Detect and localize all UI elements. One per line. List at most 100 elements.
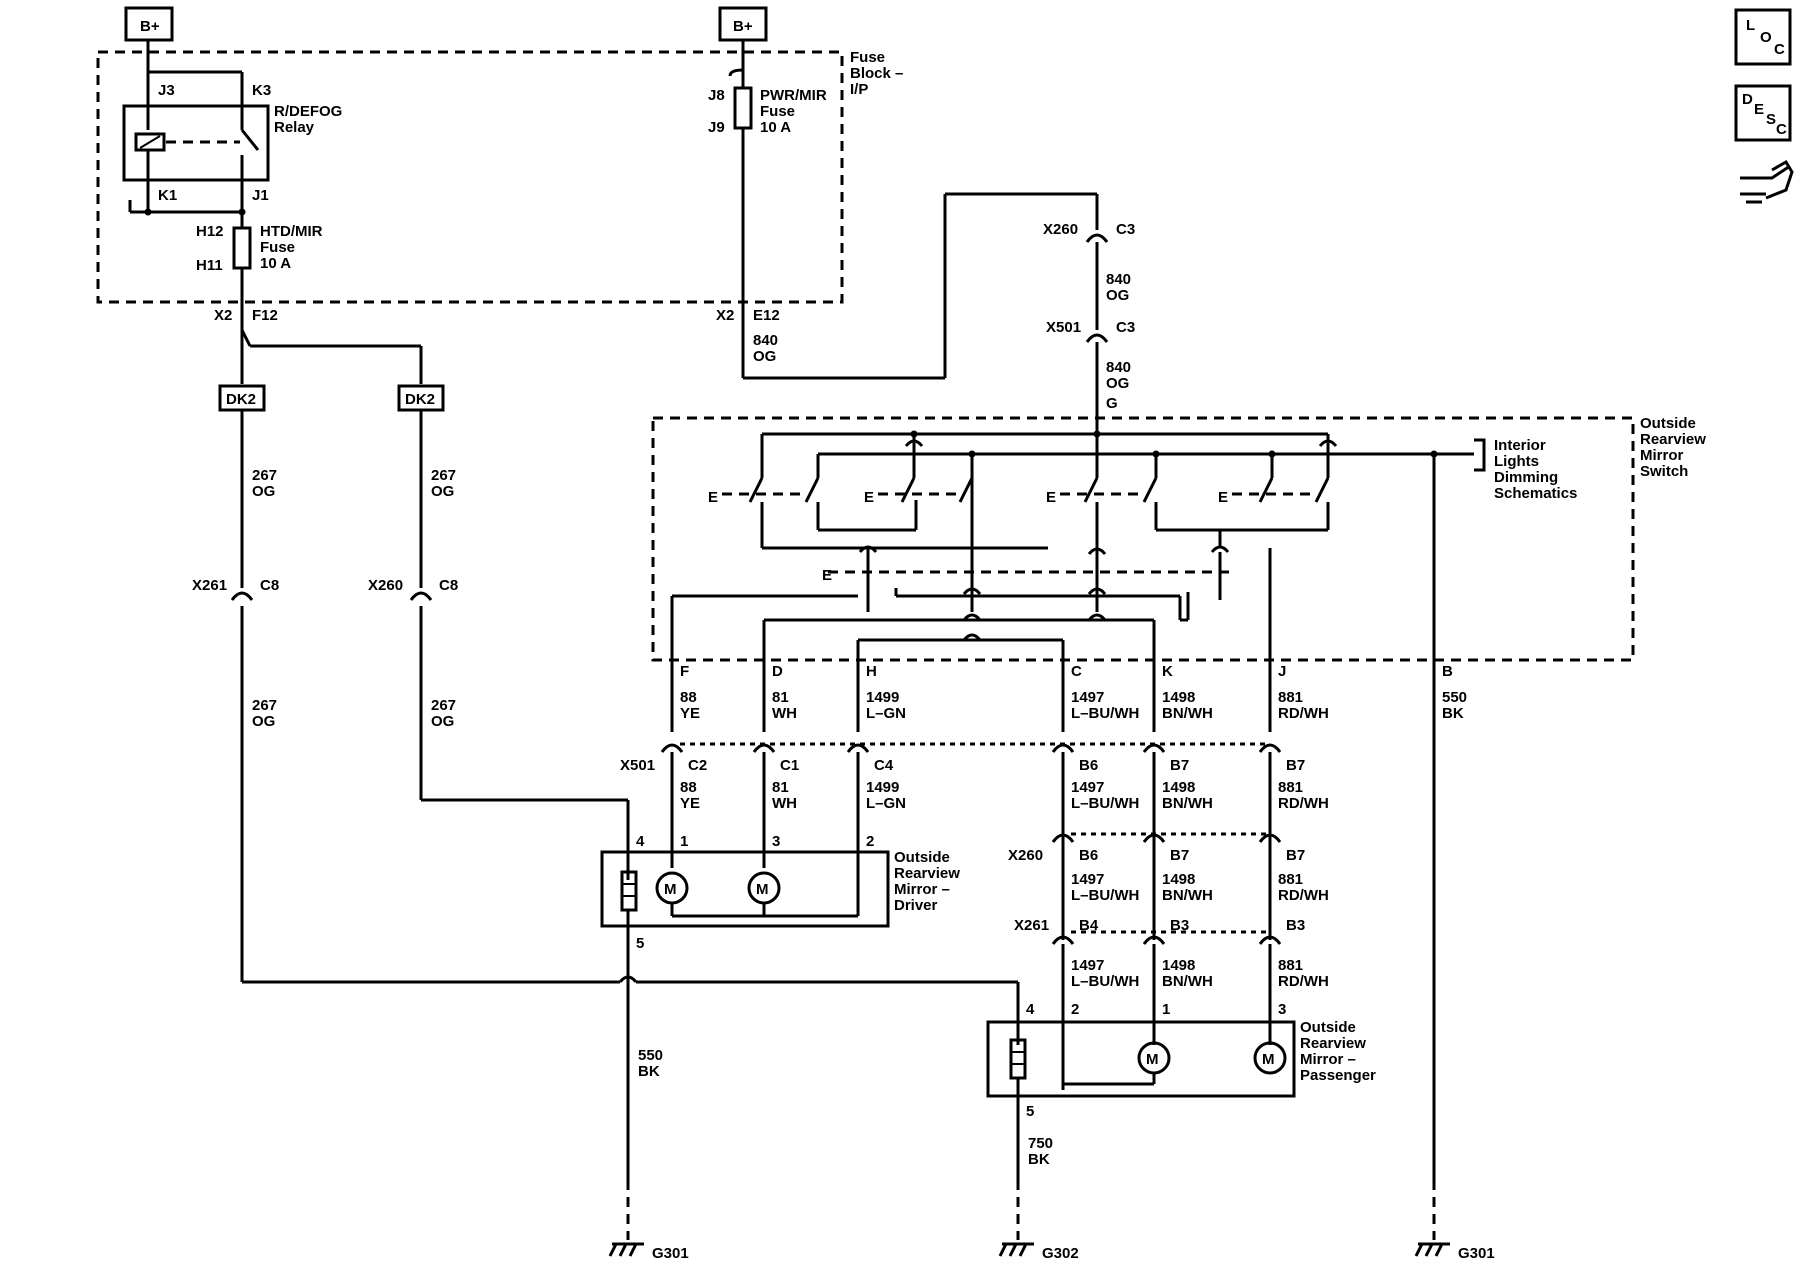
svg-text:B+: B+ (140, 18, 160, 35)
svg-text:B3: B3 (1170, 917, 1189, 934)
switch-e-5: E (822, 567, 832, 584)
svg-text:Mirror: Mirror (1640, 447, 1684, 464)
svg-text:OG: OG (753, 348, 776, 365)
wire-267-label-a: 267 OG 267 OG (252, 467, 456, 500)
svg-text:Rearview: Rearview (1640, 431, 1706, 448)
svg-text:B3: B3 (1286, 917, 1305, 934)
relay-coil (134, 132, 166, 152)
desc-icon[interactable]: D E S C (1734, 84, 1792, 142)
svg-text:E: E (864, 489, 874, 506)
svg-text:B6: B6 (1079, 847, 1098, 864)
svg-text:C: C (1774, 41, 1785, 58)
svg-text:B7: B7 (1170, 847, 1189, 864)
svg-text:840: 840 (753, 332, 778, 349)
svg-text:X260: X260 (1008, 847, 1043, 864)
svg-text:C: C (1776, 121, 1787, 138)
passenger-motor-1: M (1137, 1041, 1171, 1075)
svg-text:81: 81 (772, 779, 789, 796)
svg-text:840: 840 (1106, 271, 1131, 288)
svg-text:C: C (1071, 663, 1082, 680)
svg-text:D: D (772, 663, 783, 680)
svg-text:C8: C8 (439, 577, 458, 594)
svg-text:OG: OG (1106, 375, 1129, 392)
svg-text:OG: OG (431, 713, 454, 730)
svg-text:267: 267 (252, 697, 277, 714)
svg-text:YE: YE (680, 705, 700, 722)
svg-text:OG: OG (1106, 287, 1129, 304)
switch-e-4: E (1218, 489, 1228, 506)
svg-text:Block –: Block – (850, 65, 903, 82)
svg-text:L: L (1746, 17, 1755, 34)
svg-text:1498: 1498 (1162, 689, 1195, 706)
svg-text:J3: J3 (158, 82, 175, 99)
svg-text:L–BU/WH: L–BU/WH (1071, 887, 1139, 904)
f12-label: F12 (252, 307, 278, 324)
wire-840-label-c: 840 OG G (1106, 359, 1131, 412)
x261-connector-row: X261 B4 B3 B3 (1014, 917, 1305, 945)
svg-text:3: 3 (772, 833, 780, 850)
svg-text:B6: B6 (1079, 757, 1098, 774)
switch-pin-labels: F D H C K J B (680, 663, 1453, 680)
svg-text:1: 1 (1162, 1001, 1170, 1018)
svg-text:F: F (680, 663, 689, 680)
loc-icon[interactable]: L O C (1734, 8, 1792, 66)
splice-dk2-right: DK2 (397, 384, 445, 412)
pwr-fuse-labels: J8 J9 PWR/MIR Fuse 10 A (708, 87, 827, 136)
switch-label: Outside Rearview Mirror Switch (1640, 415, 1706, 480)
svg-text:4: 4 (1026, 1001, 1035, 1018)
svg-text:267: 267 (431, 467, 456, 484)
x260-c8-labels: X260 C8 (368, 577, 458, 594)
svg-text:H: H (866, 663, 877, 680)
svg-text:X261: X261 (192, 577, 227, 594)
svg-text:1497: 1497 (1071, 957, 1104, 974)
wrench-hand-icon[interactable] (1740, 159, 1794, 204)
switch-e-2: E (864, 489, 874, 506)
svg-text:1497: 1497 (1071, 871, 1104, 888)
svg-text:H11: H11 (196, 257, 223, 274)
svg-text:RD/WH: RD/WH (1278, 705, 1329, 722)
svg-text:1498: 1498 (1162, 779, 1195, 796)
svg-text:E: E (1046, 489, 1056, 506)
passenger-mirror-box (986, 1020, 1296, 1098)
svg-text:DK2: DK2 (405, 391, 435, 408)
driver-mirror-label: Outside Rearview Mirror – Driver (894, 849, 960, 914)
fuse-block-outline (96, 50, 844, 304)
svg-text:550: 550 (638, 1047, 663, 1064)
svg-text:2: 2 (866, 833, 874, 850)
svg-text:Driver: Driver (894, 897, 938, 914)
svg-text:81: 81 (772, 689, 789, 706)
svg-text:BK: BK (1442, 705, 1464, 722)
svg-text:X501: X501 (1046, 319, 1081, 336)
svg-text:267: 267 (252, 467, 277, 484)
x260-connector-row: X260 B6 B7 B7 (1008, 833, 1305, 864)
svg-text:Outside: Outside (1640, 415, 1696, 432)
wire-550-label: 550 BK (638, 1047, 663, 1080)
svg-text:L–BU/WH: L–BU/WH (1071, 705, 1139, 722)
svg-text:5: 5 (636, 935, 644, 952)
svg-text:K: K (1162, 663, 1173, 680)
svg-text:267: 267 (431, 697, 456, 714)
htd-mir-fuse (232, 226, 252, 270)
svg-text:C3: C3 (1116, 319, 1135, 336)
wire-267-label-b: 267 OG 267 OG (252, 697, 456, 730)
svg-text:BN/WH: BN/WH (1162, 973, 1213, 990)
x260-c3-labels: X260 C3 (1043, 221, 1135, 238)
svg-text:G301: G301 (652, 1245, 689, 1262)
pwr-mir-fuse (733, 86, 753, 130)
svg-text:1497: 1497 (1071, 779, 1104, 796)
svg-text:PWR/MIR: PWR/MIR (760, 87, 827, 104)
svg-text:L–GN: L–GN (866, 795, 906, 812)
svg-text:DK2: DK2 (226, 391, 256, 408)
svg-text:B7: B7 (1286, 847, 1305, 864)
svg-text:Lights: Lights (1494, 453, 1539, 470)
passenger-heater-element (1009, 1038, 1027, 1080)
ground-g301-right: G301 (1414, 1242, 1495, 1262)
svg-text:Outside: Outside (1300, 1019, 1356, 1036)
svg-text:Rearview: Rearview (894, 865, 960, 882)
svg-text:B7: B7 (1170, 757, 1189, 774)
svg-text:Mirror –: Mirror – (1300, 1051, 1356, 1068)
x501-connector-row: X501 C2 C1 C4 B6 B7 B7 (620, 743, 1305, 774)
svg-text:WH: WH (772, 795, 797, 812)
svg-text:Passenger: Passenger (1300, 1067, 1376, 1084)
